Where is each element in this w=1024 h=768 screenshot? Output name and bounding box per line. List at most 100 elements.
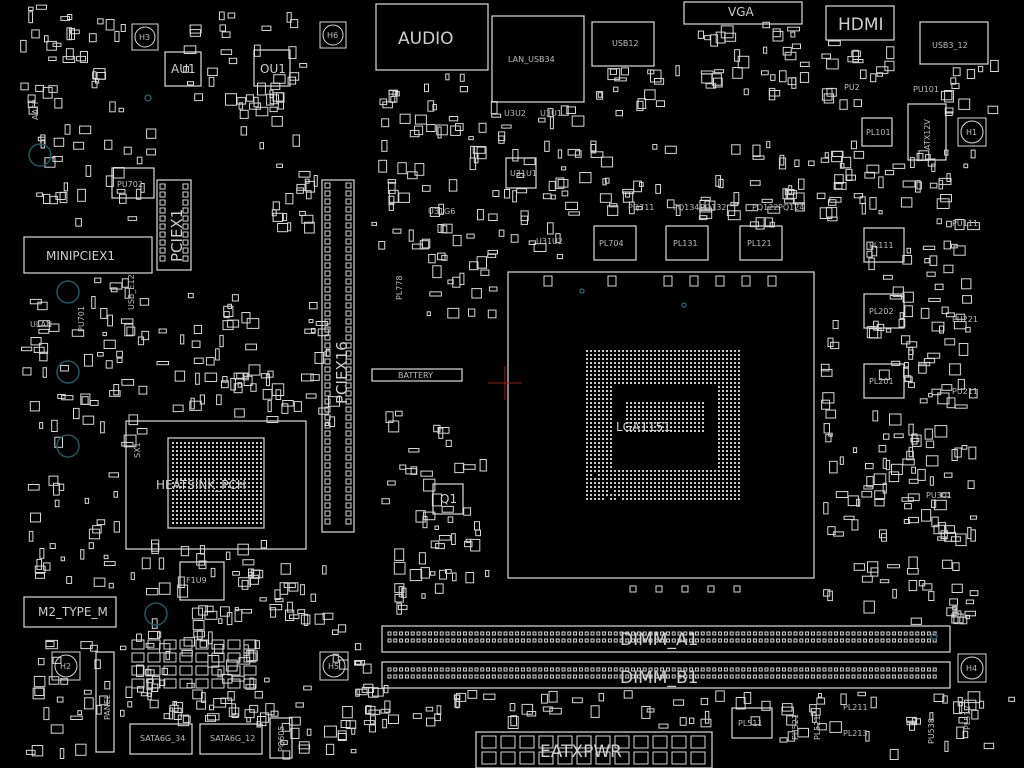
dimm-pin	[468, 667, 473, 672]
pcie-pin	[345, 246, 352, 253]
smd-footprint	[288, 582, 299, 592]
lga-pad	[678, 490, 680, 492]
dimm-pin	[868, 638, 873, 643]
bga-ball	[232, 498, 234, 500]
bga-ball	[236, 514, 238, 516]
smd-footprint	[318, 407, 329, 415]
bga-ball	[212, 486, 214, 488]
pcie-pin	[345, 326, 352, 333]
dimm-pin	[486, 631, 491, 636]
bga-ball	[240, 506, 242, 508]
bga-ball	[228, 442, 230, 444]
dimm-pin	[555, 638, 560, 643]
smd-footprint	[929, 255, 938, 266]
dimm-pin	[509, 631, 514, 636]
lga-pad	[722, 410, 724, 412]
dimm-pin	[515, 631, 520, 636]
bga-ball	[200, 494, 202, 496]
smd-footprint	[865, 463, 874, 470]
lga-pad	[614, 474, 616, 476]
smd-footprint	[471, 288, 482, 299]
dimm-pin	[544, 674, 549, 679]
smd-footprint	[883, 274, 893, 280]
lga-pad	[666, 486, 668, 488]
label-usb12: USB12	[612, 39, 639, 48]
smd-footprint	[248, 364, 261, 376]
smd-footprint	[908, 516, 919, 524]
smd-footprint	[823, 423, 830, 434]
smd-footprint	[220, 606, 230, 617]
bga-ball	[260, 458, 262, 460]
lga-pad	[702, 410, 704, 412]
smd-footprint	[93, 577, 106, 587]
smd-footprint	[158, 557, 165, 570]
label-pl131: PL131	[673, 239, 698, 248]
lga-pad	[590, 378, 592, 380]
lga-pad	[638, 414, 640, 416]
smd-footprint	[968, 446, 977, 460]
bga-ball	[208, 518, 210, 520]
lga-pad	[738, 406, 740, 408]
lga-pad	[618, 486, 620, 488]
lga-pad	[586, 458, 588, 460]
lga-pad	[654, 406, 656, 408]
bga-ball	[248, 466, 250, 468]
lga-pad	[690, 350, 692, 352]
smd-footprint	[299, 63, 308, 68]
dimm-pin	[660, 674, 665, 679]
dimm-pin	[741, 667, 746, 672]
bga-ball	[188, 506, 190, 508]
lga-pad	[690, 474, 692, 476]
smd-footprint	[199, 545, 205, 555]
bga-ball	[212, 490, 214, 492]
lga-pad	[654, 362, 656, 364]
lga-pad	[686, 414, 688, 416]
smd-footprint	[864, 171, 876, 179]
bga-ball	[220, 474, 222, 476]
bga-ball	[200, 482, 202, 484]
smd-footprint	[52, 42, 62, 47]
smd-footprint	[752, 155, 765, 160]
lga-pad	[730, 482, 732, 484]
lga-pad	[726, 486, 728, 488]
smd-footprint	[259, 597, 267, 602]
lga-pad	[718, 450, 720, 452]
bga-ball	[200, 498, 202, 500]
dimm-pin	[793, 631, 798, 636]
smd-footprint	[908, 478, 919, 484]
bga-ball	[244, 518, 246, 520]
pcie-pin	[182, 183, 189, 190]
lga-pad	[706, 362, 708, 364]
lga-pad	[598, 454, 600, 456]
pcie-pin	[324, 438, 331, 445]
lga-pad	[658, 486, 660, 488]
dimm-pin	[625, 674, 630, 679]
smd-footprint	[547, 108, 554, 118]
dimm-pin	[457, 638, 462, 643]
dimm-pin	[526, 667, 531, 672]
pcie-pin	[324, 214, 331, 221]
lga-pad	[718, 458, 720, 460]
lga-pad	[662, 362, 664, 364]
lga-pad	[642, 358, 644, 360]
lga-pad	[734, 398, 736, 400]
dimm-pin	[880, 674, 885, 679]
lga-pad	[670, 370, 672, 372]
lga-pad	[658, 358, 660, 360]
lga-pad	[618, 358, 620, 360]
pcie-pin	[345, 238, 352, 245]
smd-footprint	[821, 399, 831, 410]
lga-pad	[606, 378, 608, 380]
dimm-pin	[457, 674, 462, 679]
lga-pad	[602, 498, 604, 500]
smd-footprint	[908, 382, 915, 388]
smd-footprint	[609, 68, 617, 75]
dimm-pin	[619, 631, 624, 636]
label-sata-b: SATA6G_12	[210, 734, 255, 743]
label-h3: H3	[139, 33, 150, 42]
bga-ball	[196, 466, 198, 468]
dimm-pin	[428, 631, 433, 636]
lga-pad	[662, 498, 664, 500]
smd-footprint	[342, 706, 353, 719]
lga-pad	[602, 406, 604, 408]
